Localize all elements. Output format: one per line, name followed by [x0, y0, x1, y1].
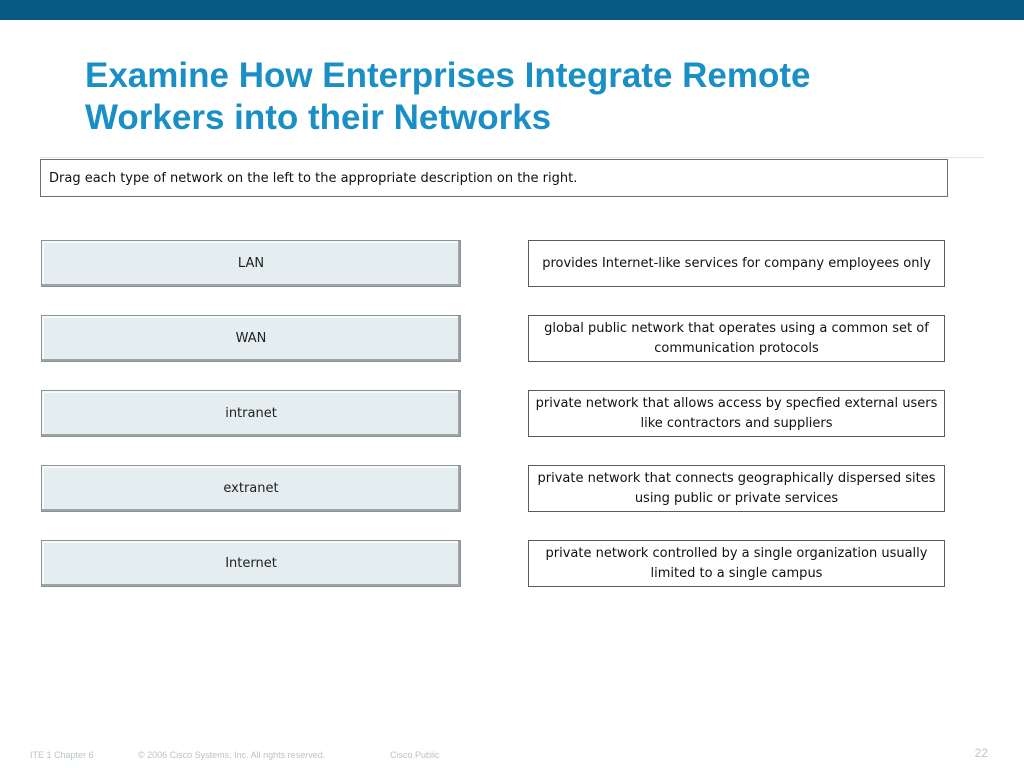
drop-target-5[interactable]: private network controlled by a single o… — [528, 540, 945, 587]
slide-title-line-2: Workers into their Networks — [85, 98, 552, 137]
top-banner — [0, 0, 1024, 20]
drop-target-text: global public network that operates usin… — [544, 320, 929, 356]
slide-title: Examine How Enterprises Integrate Remote… — [85, 55, 985, 139]
drag-item-lan[interactable]: LAN — [41, 240, 461, 287]
footer-copyright: © 2006 Cisco Systems, Inc. All rights re… — [138, 750, 326, 760]
page-number: 22 — [974, 746, 988, 760]
drag-item-label: WAN — [235, 331, 267, 346]
drag-item-wan[interactable]: WAN — [41, 315, 461, 362]
drag-item-label: LAN — [237, 256, 265, 271]
drag-item-label: intranet — [225, 406, 277, 421]
footer-classification: Cisco Public — [390, 750, 440, 760]
drop-target-2[interactable]: global public network that operates usin… — [528, 315, 945, 362]
title-divider — [40, 157, 984, 158]
drag-item-label: Internet — [225, 556, 277, 571]
drop-target-4[interactable]: private network that connects geographic… — [528, 465, 945, 512]
drop-target-text: private network controlled by a single o… — [545, 545, 928, 581]
drag-item-extranet[interactable]: extranet — [41, 465, 461, 512]
instruction-text: Drag each type of network on the left to… — [49, 170, 578, 186]
drag-item-label: extranet — [223, 481, 279, 496]
drop-target-text: private network that allows access by sp… — [535, 395, 938, 431]
footer: ITE 1 Chapter 6 © 2006 Cisco Systems, In… — [0, 750, 1024, 766]
footer-chapter: ITE 1 Chapter 6 — [30, 750, 94, 760]
slide-title-line-1: Examine How Enterprises Integrate Remote — [85, 56, 811, 95]
drag-item-intranet[interactable]: intranet — [41, 390, 461, 437]
drop-target-text: private network that connects geographic… — [537, 470, 936, 506]
drop-target-3[interactable]: private network that allows access by sp… — [528, 390, 945, 437]
drag-item-internet[interactable]: Internet — [41, 540, 461, 587]
drop-target-1[interactable]: provides Internet-like services for comp… — [528, 240, 945, 287]
drop-target-text: provides Internet-like services for comp… — [542, 255, 931, 271]
instruction-box: Drag each type of network on the left to… — [40, 159, 948, 197]
